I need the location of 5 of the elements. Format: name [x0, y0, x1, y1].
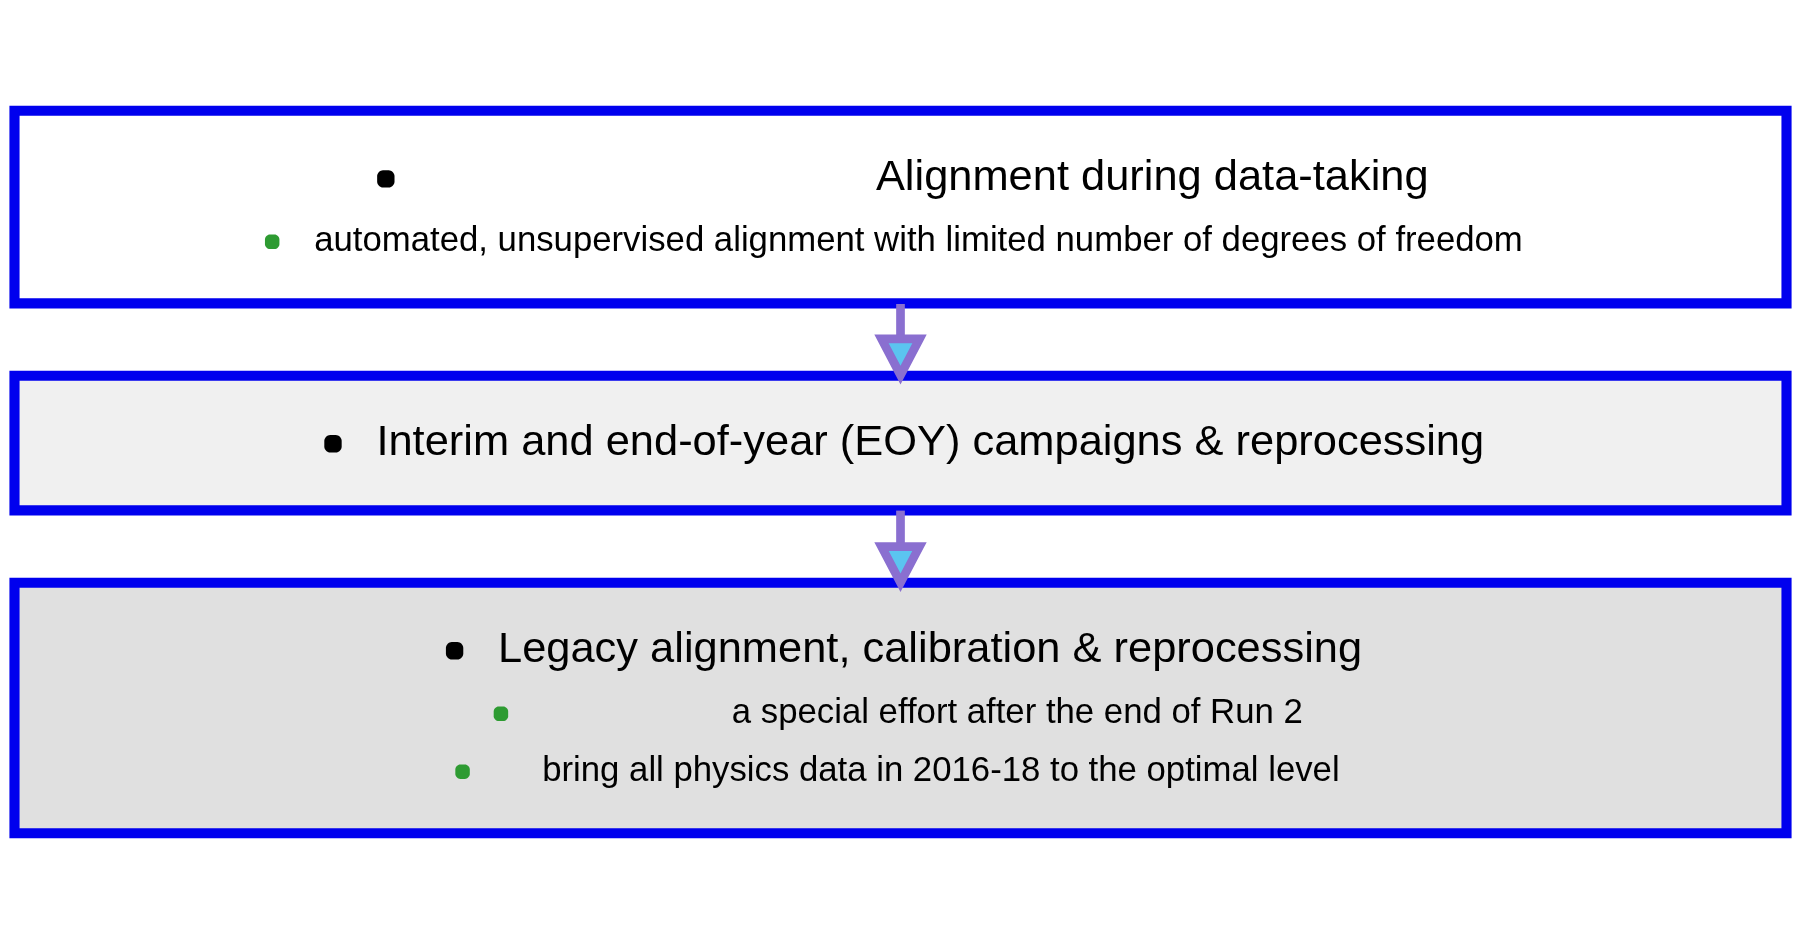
node-box: Alignment during data-taking automated, unsupervised alignment with limited number of degrees of freedom — [9, 105, 1792, 309]
node-box: Legacy alignment, calibration & reprocessing a special effort after the end of Run 2 bring all physics data in 2016-18 to the optimal level — [9, 577, 1792, 839]
arrow — [874, 510, 927, 593]
node-box: Interim and end-of-year (EOY) campaigns & reprocessing — [9, 370, 1792, 516]
arrow — [874, 304, 927, 385]
